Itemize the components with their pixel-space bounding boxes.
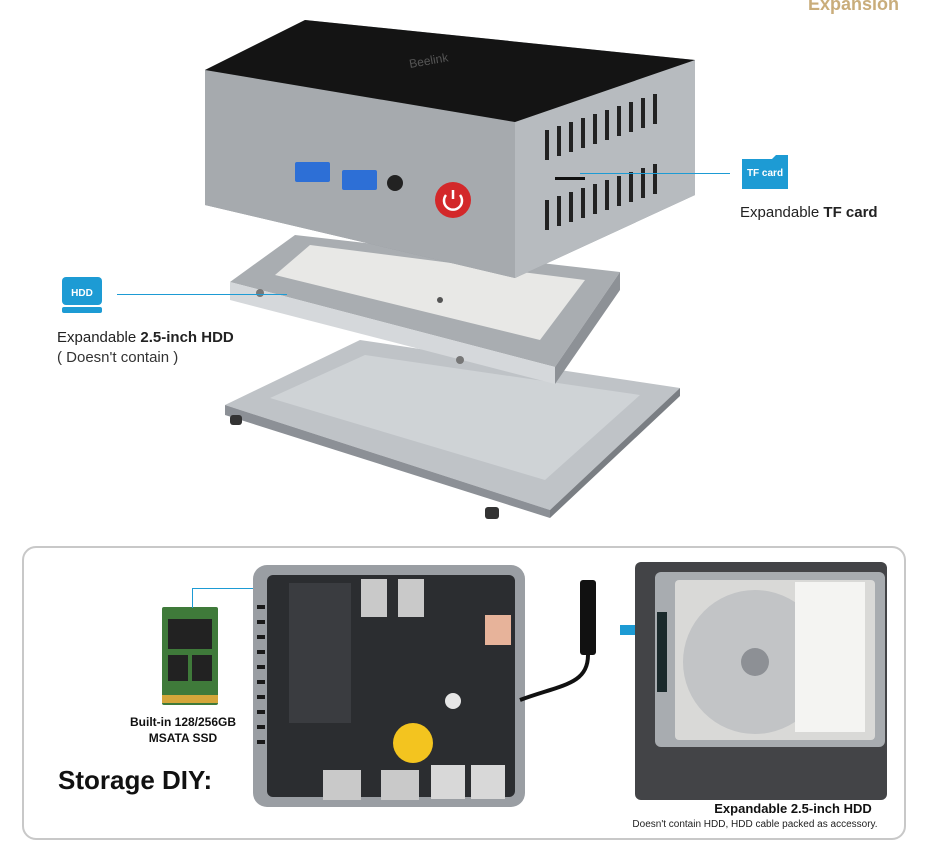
power-button[interactable] (435, 182, 471, 218)
pc-chassis: Beelink (205, 20, 695, 278)
msata-slot (289, 583, 351, 723)
base-plate (225, 340, 680, 519)
audio-jack (387, 175, 403, 191)
usb-port (361, 579, 387, 617)
sata-cable-image (519, 580, 596, 702)
hdd-caption-bold: 2.5-inch HDD (140, 329, 234, 346)
hdd-note: ( Doesn't contain ) (57, 349, 179, 366)
mini-pc-exploded-illustration: Beelink (205, 20, 695, 519)
hdd-icon-label: HDD (71, 288, 93, 299)
ethernet-port (485, 615, 511, 645)
msata-ssd-image (162, 607, 218, 705)
hdd-icon: HDD (60, 275, 104, 315)
tf-caption-bold: TF card (823, 204, 878, 221)
hdd-bottom-caption: Expandable 2.5-inch HDD (714, 801, 872, 816)
hdmi-port (323, 770, 361, 800)
hdmi-port (381, 770, 419, 800)
hdd-enclosure-image (635, 562, 887, 800)
usb-port (431, 765, 465, 799)
hdd-bottom-note: Doesn't contain HDD, HDD cable packed as… (632, 819, 878, 830)
usb-port (471, 765, 505, 799)
usb-port (295, 162, 330, 182)
tf-callout-line (580, 173, 730, 174)
usb-port (342, 170, 377, 190)
cmos-battery (393, 723, 433, 763)
hdd-caption-prefix: Expandable (57, 329, 141, 346)
motherboard-image (253, 565, 525, 807)
hdd-callout-line (117, 294, 287, 295)
storage-diy-title: Storage DIY: (58, 765, 213, 795)
section-title: Expansion (807, 0, 899, 14)
tf-card-slot (555, 177, 585, 180)
msata-caption-line2: MSATA SSD (148, 731, 218, 745)
sata-connector (657, 612, 667, 692)
tf-card-icon: TF card (740, 155, 790, 189)
hdd-caption: Expandable 2.5-inch HDD (57, 329, 234, 346)
msata-caption-line1: Built-in 128/256GB (129, 715, 237, 729)
usb-port (398, 579, 424, 617)
tf-caption-prefix: Expandable (740, 204, 824, 221)
tf-card-caption: Expandable TF card (740, 204, 878, 221)
brand-label: Beelink (408, 50, 450, 71)
msata-caption: Built-in 128/256GB MSATA SSD (118, 714, 248, 746)
msata-callout-line (192, 588, 302, 589)
msata-callout-line (192, 588, 193, 608)
tf-icon-label: TF card (747, 168, 783, 179)
